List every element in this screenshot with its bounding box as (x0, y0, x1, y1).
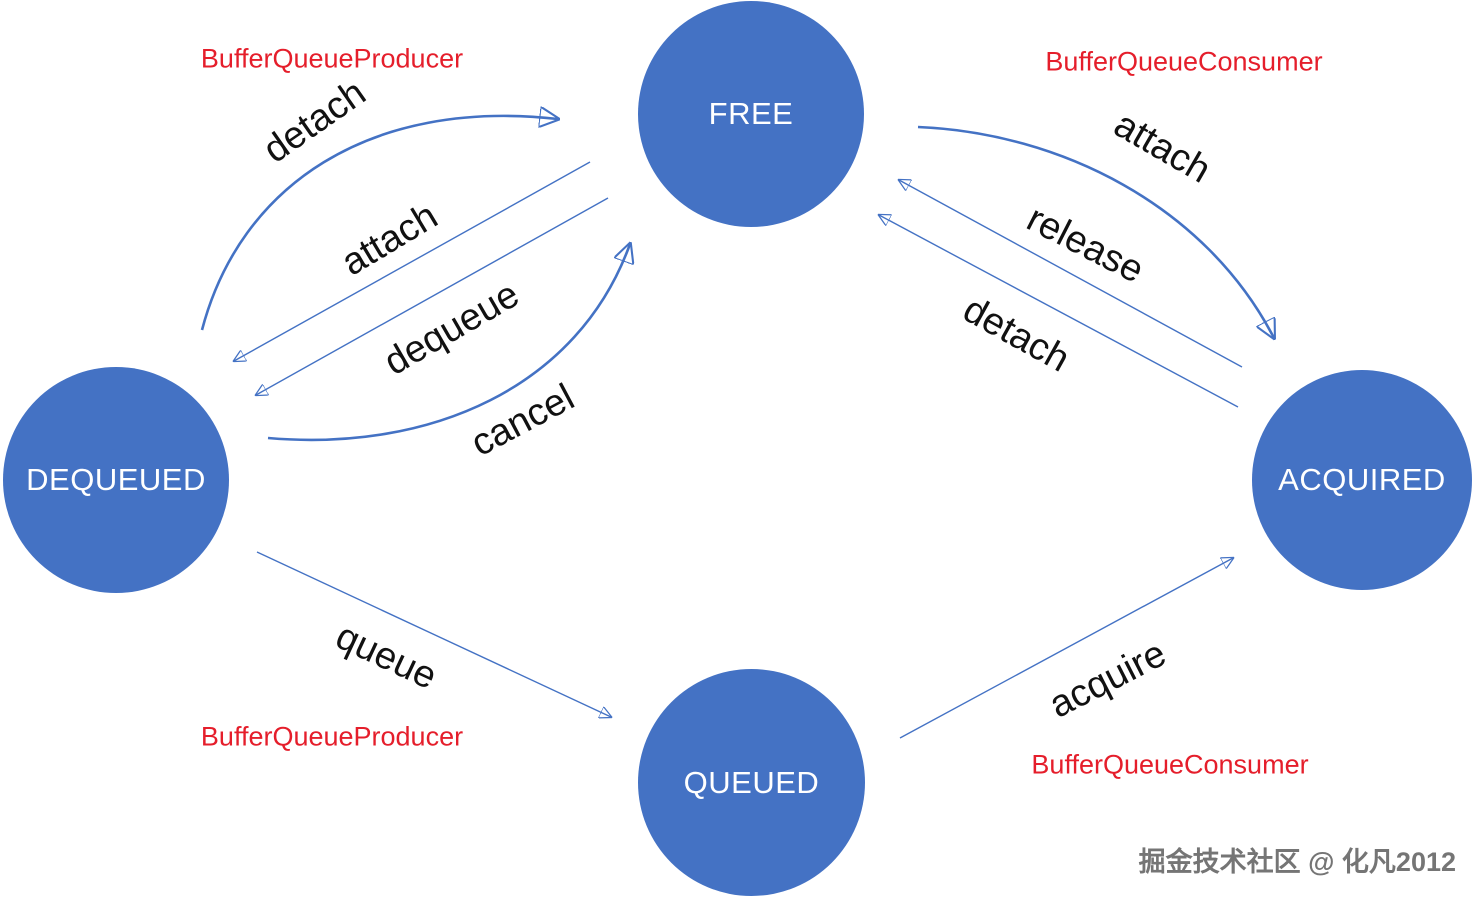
state-label-dequeued: DEQUEUED (26, 462, 206, 497)
arrow-release-acquired-to-free (899, 180, 1243, 368)
arrow-detach-acquired-to-free (879, 215, 1239, 408)
arrow-queue-dequeued-to-queued (256, 551, 611, 717)
actor-label-producer-bottom-left: BufferQueueProducer (200, 721, 464, 752)
state-label-free: FREE (708, 96, 794, 131)
state-label-acquired: ACQUIRED (1278, 462, 1446, 497)
state-node-free: FREE (638, 1, 864, 227)
state-node-acquired: ACQUIRED (1252, 370, 1472, 590)
arrow-attach-free-to-dequeued (234, 161, 591, 361)
watermark-text: 掘金技术社区 @ 化凡2012 (1138, 847, 1456, 877)
state-label-queued: QUEUED (683, 764, 820, 800)
arrow-detach-dequeued-to-free (200, 116, 558, 331)
arrow-attach-free-to-acquired (917, 125, 1274, 338)
actor-label-producer-top-left: BufferQueueProducer (200, 43, 464, 74)
actor-label-consumer-top-right: BufferQueueConsumer (1045, 46, 1323, 77)
arrow-dequeue-free-to-dequeued (256, 197, 609, 395)
state-node-queued: QUEUED (638, 669, 865, 896)
arrow-acquire-queued-to-acquired (899, 558, 1233, 739)
state-node-dequeued: DEQUEUED (3, 367, 229, 593)
arrow-cancel-dequeued-to-free (267, 244, 630, 442)
actor-label-consumer-bottom-right: BufferQueueConsumer (1031, 749, 1309, 780)
